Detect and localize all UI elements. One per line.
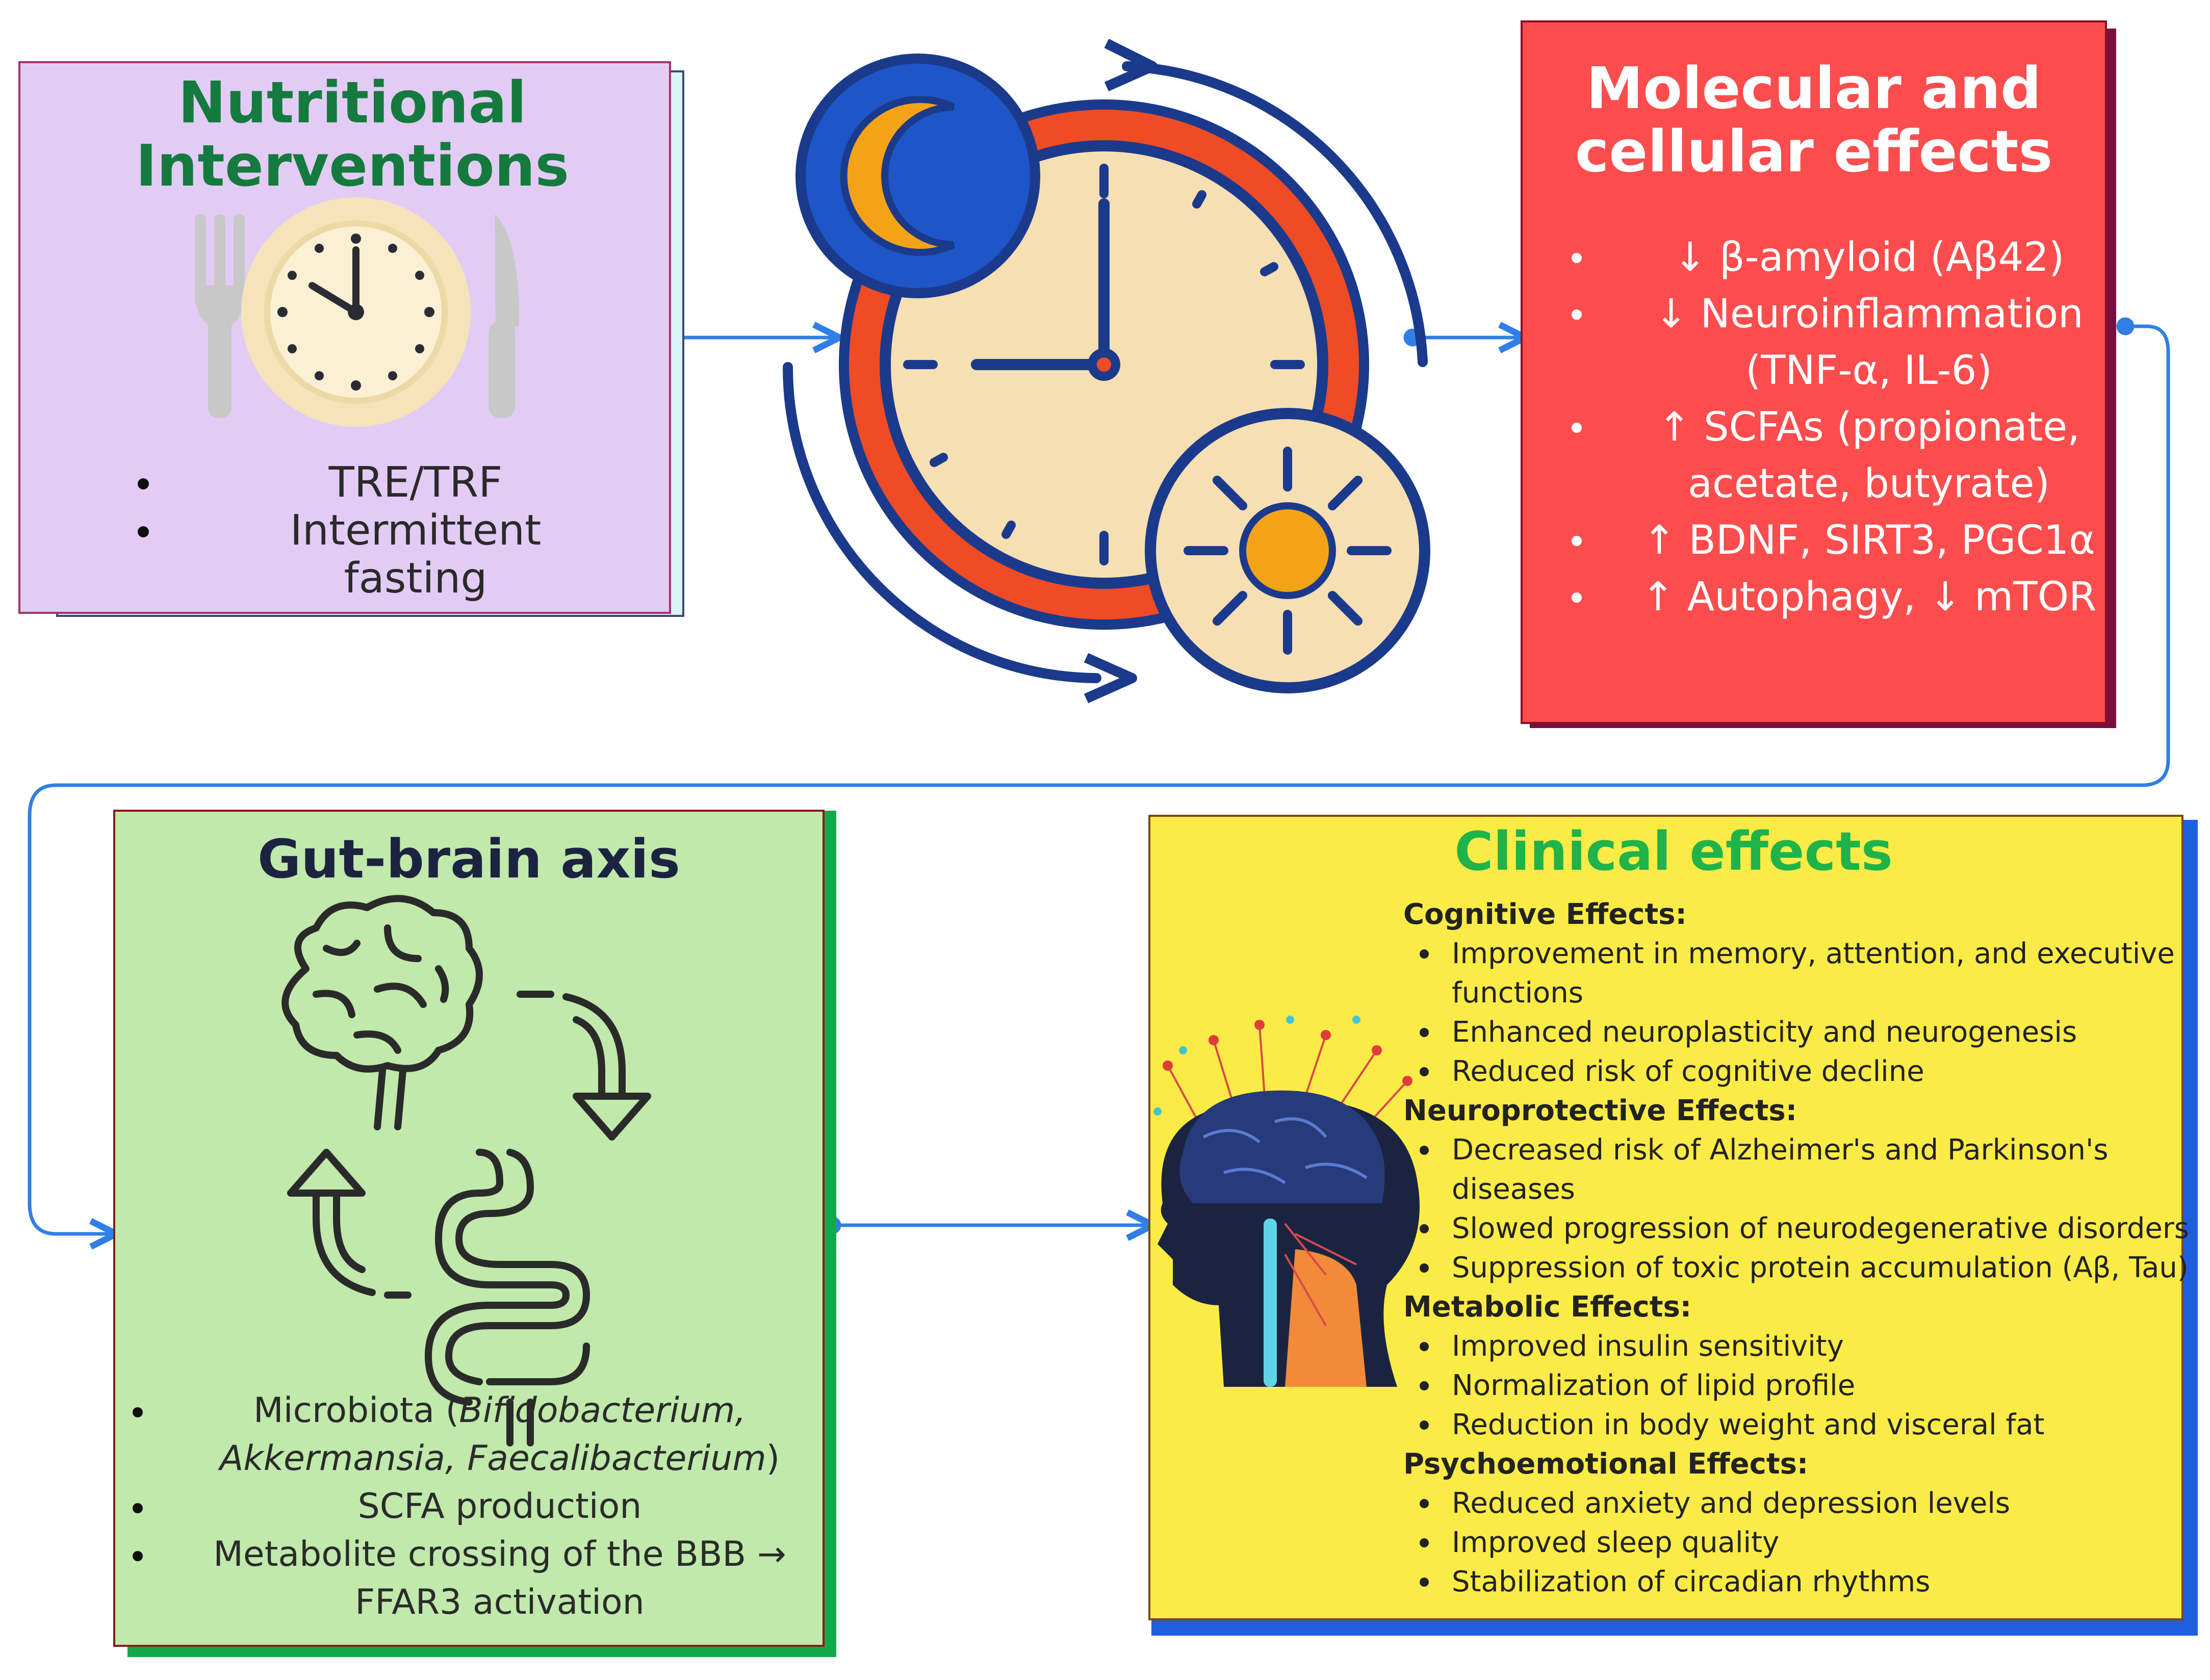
cycle-arrow-icon: [517, 991, 651, 1141]
list-item: Slowed progression of neurodegenerative …: [1403, 1209, 2199, 1248]
list-item: Improvement in memory, attention, and ex…: [1403, 934, 2199, 1013]
category-metabolic: Metabolic Effects:: [1403, 1290, 1692, 1324]
brain-icon: [281, 895, 483, 1130]
nutritional-list: TRE/TRF Intermittent fasting: [117, 459, 683, 603]
category-neuroprotective: Neuroprotective Effects:: [1403, 1094, 1797, 1127]
list-item: Improved insulin sensitivity: [1403, 1327, 2199, 1366]
metabolic-list: Improved insulin sensitivity Normalizati…: [1403, 1327, 2199, 1444]
list-item: Intermittent fasting: [117, 507, 683, 603]
psychoemotional-list: Reduced anxiety and depression levels Im…: [1403, 1484, 2199, 1601]
moon-icon: [795, 54, 1040, 298]
list-item: Suppression of toxic protein accumulatio…: [1403, 1248, 2199, 1287]
list-item: SCFA production: [122, 1483, 826, 1531]
list-item: ↑ SCFAs (propionate,acetate, butyrate): [1555, 399, 2106, 512]
fork-icon: [195, 214, 245, 418]
connector-molecular-to-gut: [28, 324, 2170, 1234]
intestine-icon: [425, 1149, 590, 1446]
list-item: ↑ BDNF, SIRT3, PGC1α: [1555, 512, 2106, 569]
list-item: Reduction in body weight and visceral fa…: [1403, 1405, 2199, 1444]
list-item: ↓ β-amyloid (Aβ42): [1555, 229, 2106, 286]
list-item: Normalization of lipid profile: [1403, 1366, 2199, 1405]
list-item: Microbiota (Bifidobacterium, Akkermansia…: [122, 1387, 826, 1483]
molecular-box: [1521, 20, 2107, 724]
nutritional-title: Nutritional Interventions: [135, 70, 570, 199]
list-item: Decreased risk of Alzheimer's and Parkin…: [1403, 1130, 2199, 1209]
list-item: Stabilization of circadian rhythms: [1403, 1562, 2199, 1601]
list-item: Reduced risk of cognitive decline: [1403, 1052, 2199, 1091]
list-item: Enhanced neuroplasticity and neurogenesi…: [1403, 1013, 2199, 1052]
molecular-title: Molecular and cellular effects: [1575, 56, 2053, 185]
list-item: ↑ Autophagy, ↓ mTOR: [1555, 569, 2106, 626]
list-item: Improved sleep quality: [1403, 1523, 2199, 1562]
neuroprotective-list: Decreased risk of Alzheimer's and Parkin…: [1403, 1130, 2199, 1287]
cognitive-list: Improvement in memory, attention, and ex…: [1403, 934, 2199, 1091]
gut-list: Microbiota (Bifidobacterium, Akkermansia…: [122, 1387, 826, 1626]
sun-icon: [1145, 408, 1430, 693]
knife-icon: [489, 214, 520, 418]
list-item: Metabolite crossing of the BBB → FFAR3 a…: [122, 1531, 826, 1626]
list-item: TRE/TRF: [117, 459, 683, 507]
molecular-list: ↓ β-amyloid (Aβ42) ↓ Neuroinflammation(T…: [1555, 229, 2106, 626]
clinical-content: Cognitive Effects: Improvement in memory…: [1403, 895, 2199, 1601]
category-cognitive: Cognitive Effects:: [1403, 898, 1687, 931]
clinical-title: Clinical effects: [1454, 820, 1893, 883]
category-psychoemotional: Psychoemotional Effects:: [1403, 1448, 1809, 1481]
gut-title: Gut-brain axis: [258, 828, 680, 890]
list-item: ↓ Neuroinflammation(TNF-α, IL-6): [1555, 286, 2106, 399]
list-item: Reduced anxiety and depression levels: [1403, 1484, 2199, 1523]
